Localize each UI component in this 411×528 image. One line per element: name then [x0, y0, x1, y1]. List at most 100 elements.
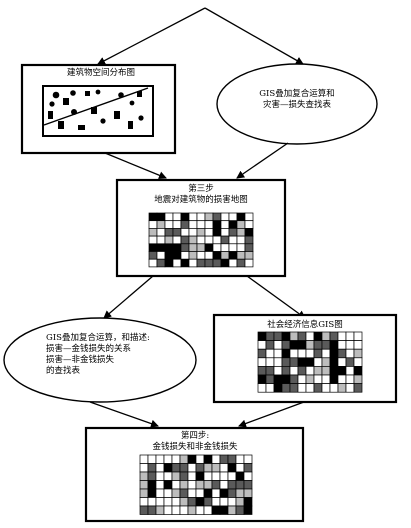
grid-cell [236, 220, 246, 229]
grid-cell [211, 454, 221, 464]
grid-cell [244, 235, 254, 245]
grid-cell [273, 348, 283, 359]
grid-cell [219, 471, 229, 481]
grid-cell [243, 471, 253, 481]
grid-cell [164, 258, 174, 268]
grid-cell [305, 340, 315, 350]
grid-cell [257, 348, 267, 359]
grid-cell [196, 251, 206, 260]
grid-cell [305, 383, 315, 393]
grid-cell [195, 497, 205, 507]
grid-cell [195, 505, 205, 515]
grid-cell [188, 258, 198, 268]
grid-cell [219, 463, 229, 473]
grid-cell [171, 488, 181, 498]
grid-cell [203, 471, 213, 481]
grid-cell [147, 497, 157, 507]
grid-cell [180, 212, 190, 222]
fault-line [43, 87, 149, 126]
grid-cell [155, 463, 165, 473]
grid-cell [212, 228, 222, 237]
grid-cell [273, 366, 283, 376]
grid-cell [148, 243, 158, 252]
grid-cell [196, 228, 206, 237]
grid-cell [257, 331, 267, 341]
grid-cell [243, 463, 253, 473]
grid-cell [204, 235, 214, 245]
grid-cell [195, 471, 205, 481]
grid-cell [244, 258, 254, 268]
grid-cell [228, 235, 238, 245]
grid-cell [297, 383, 307, 393]
grid-cell [187, 463, 197, 473]
step3-subtitle: 地震对建筑物的损害地图 [154, 195, 248, 205]
grid-cell [171, 505, 181, 515]
grid-cell [139, 488, 149, 498]
grid-cell [212, 235, 222, 245]
grid-cell [147, 471, 157, 481]
grid-cell [329, 340, 339, 350]
grid-cell [257, 357, 267, 367]
grid-cell [235, 471, 245, 481]
grid-cell [313, 348, 323, 359]
grid-cell [179, 497, 189, 507]
grid-cell [220, 243, 230, 252]
grid-cell [313, 374, 323, 384]
grid-cell [171, 480, 181, 490]
grid-cell [235, 454, 245, 464]
grid-cell [212, 258, 222, 268]
grid-cell [163, 505, 173, 515]
grid-cell [305, 357, 315, 367]
grid-cell [353, 348, 363, 359]
grid-cell [188, 243, 198, 252]
grid-cell [155, 471, 165, 481]
grid-cell [235, 505, 245, 515]
grid-cell [204, 228, 214, 237]
grid-cell [235, 463, 245, 473]
gis-overlay-ellipse-1 [216, 63, 378, 145]
grid-cell [147, 480, 157, 490]
grid-cell [227, 488, 237, 498]
grid-cell [204, 243, 214, 252]
step4-title: 第四步: [180, 431, 210, 441]
grid-cell [204, 220, 214, 229]
step4-loss-grid [139, 454, 253, 515]
grid-cell [211, 505, 221, 515]
grid-cell [265, 348, 275, 359]
grid-cell [273, 340, 283, 350]
grid-cell [321, 340, 331, 350]
grid-cell [329, 383, 339, 393]
grid-cell [329, 348, 339, 359]
grid-cell [228, 228, 238, 237]
grid-cell [204, 212, 214, 222]
grid-cell [281, 348, 291, 359]
grid-cell [155, 454, 165, 464]
grid-cell [273, 383, 283, 393]
grid-cell [164, 235, 174, 245]
grid-cell [163, 488, 173, 498]
socioeconomic-title: 社会经济信息GIS图 [267, 320, 343, 330]
grid-cell [187, 488, 197, 498]
grid-cell [281, 366, 291, 376]
grid-cell [139, 480, 149, 490]
grid-cell [163, 497, 173, 507]
grid-cell [321, 383, 331, 393]
grid-cell [227, 463, 237, 473]
grid-cell [345, 357, 355, 367]
grid-cell [155, 488, 165, 498]
grid-cell [220, 258, 230, 268]
grid-cell [187, 454, 197, 464]
grid-cell [297, 348, 307, 359]
grid-cell [147, 463, 157, 473]
grid-cell [353, 357, 363, 367]
grid-cell [243, 454, 253, 464]
grid-cell [156, 251, 166, 260]
grid-cell [313, 340, 323, 350]
grid-cell [172, 220, 182, 229]
grid-cell [172, 228, 182, 237]
grid-cell [227, 454, 237, 464]
grid-cell [139, 463, 149, 473]
grid-cell [243, 497, 253, 507]
grid-cell [171, 497, 181, 507]
grid-cell [265, 340, 275, 350]
